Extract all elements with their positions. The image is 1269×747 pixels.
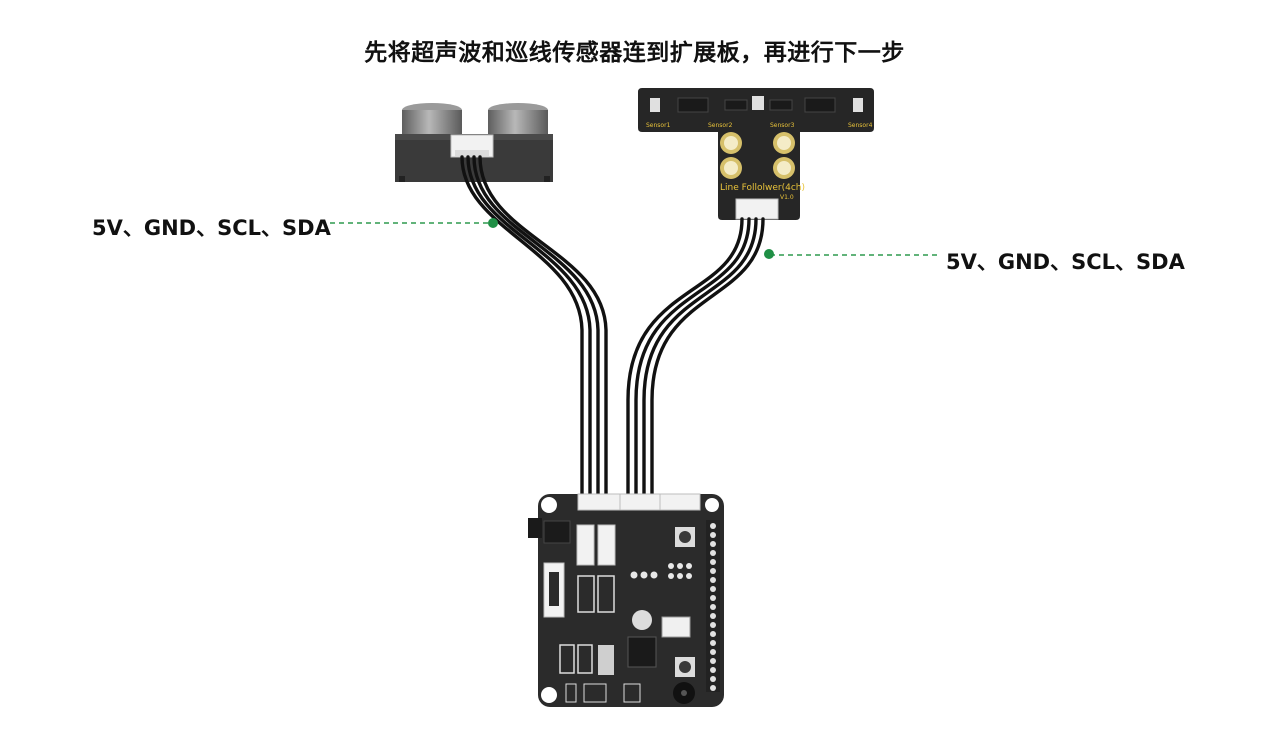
line-follower-board-name: Line Follolwer(4ch): [720, 183, 805, 193]
header-pin: [710, 523, 716, 529]
header-pin: [710, 577, 716, 583]
header-pin: [710, 532, 716, 538]
ultrasonic-pin-label: 5V、GND、SCL、SDA: [92, 216, 331, 240]
line-follower-version: V1.0: [780, 194, 794, 201]
ultrasonic-cable: [460, 155, 608, 502]
header-pin: [710, 622, 716, 628]
header-pin: [710, 595, 716, 601]
header-pin: [710, 550, 716, 556]
expansion-board-pin-header: [710, 523, 716, 691]
line-follower-leader-line: [764, 249, 940, 259]
sensor1-label: Sensor1: [646, 122, 671, 129]
line-follower-pin-label: 5V、GND、SCL、SDA: [946, 250, 1185, 274]
expansion-board: [528, 493, 724, 707]
header-pin: [710, 613, 716, 619]
header-pin: [710, 631, 716, 637]
header-pin: [710, 559, 716, 565]
header-pin: [710, 658, 716, 664]
header-pin: [710, 541, 716, 547]
header-pin: [710, 586, 716, 592]
header-pin: [710, 676, 716, 682]
page-title: 先将超声波和巡线传感器连到扩展板，再进行下一步: [364, 40, 905, 66]
header-pin: [710, 640, 716, 646]
line-follower-sensor: Sensor1 Sensor2 Sensor3 Sensor4 Line Fol…: [638, 88, 874, 220]
header-pin: [710, 568, 716, 574]
header-pin: [710, 667, 716, 673]
header-pin: [710, 649, 716, 655]
line-follower-cable: [626, 217, 765, 502]
header-pin: [710, 604, 716, 610]
ultrasonic-leader-line: [330, 218, 498, 228]
header-pin: [710, 685, 716, 691]
sensor4-label: Sensor4: [848, 122, 873, 129]
sensor3-label: Sensor3: [770, 122, 795, 129]
sensor2-label: Sensor2: [708, 122, 733, 129]
